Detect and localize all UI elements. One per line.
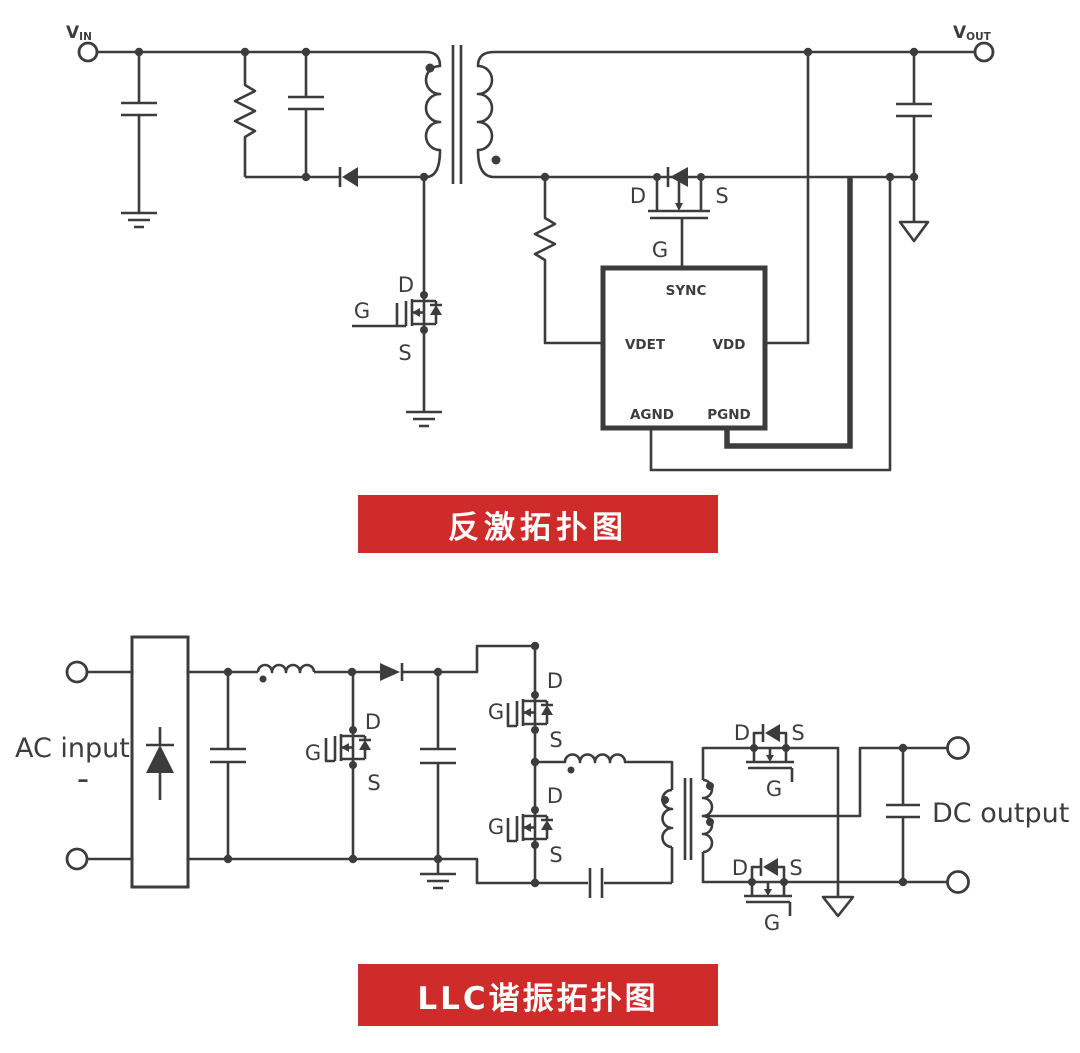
flyback-transformer [424, 45, 501, 184]
gate-label: G [305, 741, 321, 765]
ac-input-label: AC input [15, 733, 130, 764]
primary-mosfet: D G S [352, 172, 444, 428]
inductor-polarity-dot [259, 675, 267, 683]
snubber-resistor [233, 52, 257, 177]
pin-agnd: AGND [630, 407, 674, 423]
ac-minus-label: - [77, 759, 89, 799]
agnd-wire [649, 177, 892, 472]
primary-polarity-dot [661, 796, 669, 804]
source-label: S [715, 184, 728, 208]
boost-diode [352, 663, 438, 681]
sr-mosfet-top: D S G [734, 721, 805, 801]
pin-vdet: VDET [625, 337, 666, 353]
llc-circuit: AC input - D [15, 635, 1069, 935]
earth-ground-icon [121, 211, 157, 229]
vdd-wire [765, 52, 810, 345]
ac-input-terminal-bottom [65, 847, 89, 871]
snubber-capacitor [288, 52, 324, 177]
inductor-polarity-dot [567, 766, 575, 774]
secondary-polarity-dot [706, 818, 714, 826]
drain-label: D [547, 784, 563, 808]
sync-mosfet: D S G [630, 167, 729, 268]
source-label: S [549, 728, 562, 752]
gate-label: G [488, 700, 504, 724]
vout-terminal: VOUT [953, 23, 995, 63]
pin-vdd: VDD [713, 337, 746, 353]
llc-title-banner: LLC谐振拓扑图 [358, 964, 718, 1026]
drain-label: D [398, 273, 414, 297]
bridge-rectifier [130, 635, 190, 889]
high-side-mosfet: D G S [488, 646, 563, 762]
signal-ground-icon [821, 883, 855, 918]
signal-ground-icon [898, 177, 930, 243]
drain-label: D [734, 721, 750, 745]
output-capacitor [886, 748, 920, 882]
llc-transformer [661, 778, 714, 860]
gate-label: G [766, 777, 782, 801]
ac-input-terminal-top [65, 660, 89, 684]
pin-sync: SYNC [666, 283, 707, 299]
source-label: S [549, 843, 562, 867]
dc-output-terminal-top [946, 736, 970, 760]
resonant-capacitor [535, 847, 674, 898]
sr-top-return-wire [786, 746, 840, 883]
flyback-circuit: VIN [66, 23, 995, 472]
gate-label: G [354, 299, 370, 323]
vout-label: VOUT [953, 23, 992, 43]
secondary-polarity-dot [491, 155, 501, 165]
drain-label: D [630, 184, 646, 208]
dc-output-terminal-bottom [946, 870, 970, 894]
secondary-top-wire [701, 746, 754, 780]
sr-mosfet-bottom: D S G [732, 856, 803, 935]
output-capacitor [896, 52, 932, 177]
source-label: S [398, 341, 411, 365]
low-side-mosfet: D G S [488, 762, 563, 883]
vin-terminal: VIN [66, 23, 99, 63]
gate-label: G [652, 238, 668, 262]
flyback-title-banner: 反激拓扑图 [358, 495, 718, 553]
drain-label: D [547, 669, 563, 693]
clamp-diode [245, 167, 426, 187]
llc-title: LLC谐振拓扑图 [417, 980, 659, 1017]
resonant-inductor [535, 753, 674, 790]
halfbridge-feed-wire [438, 644, 535, 674]
drain-label: D [365, 710, 381, 734]
drain-label: D [732, 856, 748, 880]
bus-capacitor [420, 672, 456, 859]
pgnd-wire [724, 177, 853, 449]
pin-pgnd: PGND [707, 407, 750, 423]
dc-output-label: DC output [932, 798, 1069, 829]
secondary-polarity-dot [706, 782, 714, 790]
boost-mosfet: D G S [305, 672, 381, 859]
bus-bottom-wire [188, 857, 535, 885]
earth-ground-icon [420, 859, 456, 890]
gate-label: G [488, 815, 504, 839]
vdet-resistor [533, 172, 603, 345]
primary-polarity-dot [425, 63, 435, 73]
source-label: S [789, 856, 802, 880]
source-label: S [791, 721, 804, 745]
vin-label: VIN [66, 23, 92, 43]
controller-ic: SYNC VDET VDD AGND PGND [600, 265, 768, 431]
input-capacitor [121, 52, 157, 229]
earth-ground-icon [406, 410, 442, 428]
secondary-bottom-wire [701, 852, 752, 884]
source-label: S [367, 771, 380, 795]
flyback-title: 反激拓扑图 [448, 509, 628, 546]
pfc-inductor [256, 663, 352, 683]
gate-label: G [764, 911, 780, 935]
filter-capacitor [210, 672, 246, 859]
